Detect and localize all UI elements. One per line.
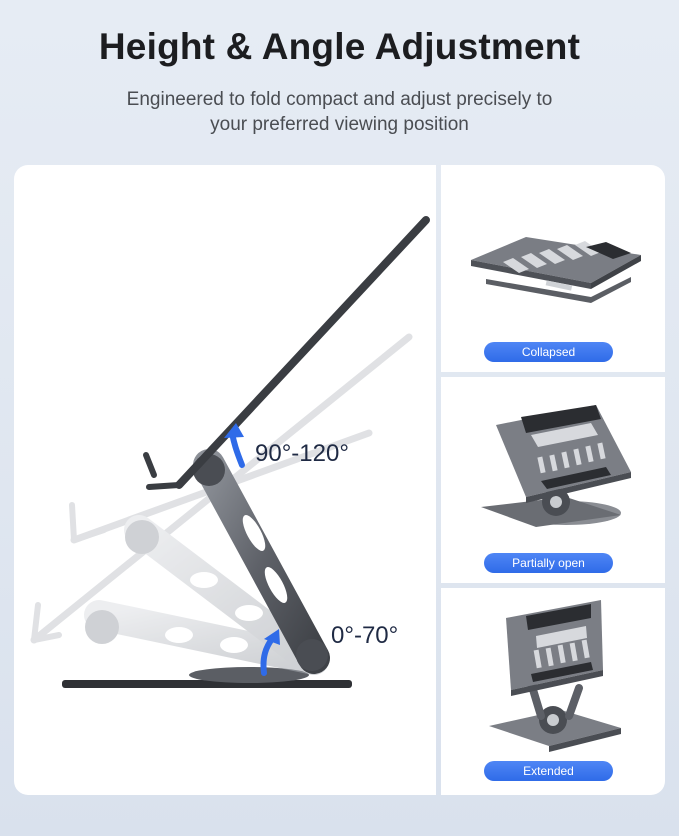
lower-hinge <box>296 639 328 671</box>
page-subtitle: Engineered to fold compact and adjust pr… <box>60 87 619 137</box>
main-illustration-panel: 90°-120° 0°-70° <box>14 165 436 795</box>
swivel-base <box>189 667 309 683</box>
page-title: Height & Angle Adjustment <box>98 26 581 67</box>
subtitle-line-1: Engineered to fold compact and adjust pr… <box>126 89 553 110</box>
extended-label: Extended <box>484 761 613 781</box>
extended-stand-image <box>489 600 621 752</box>
partially-open-label: Partially open <box>484 553 613 573</box>
collapsed-stand-image <box>471 237 641 303</box>
collapsed-panel: Collapsed <box>441 165 665 372</box>
laptop-stand-illustration <box>30 216 430 688</box>
partially-open-panel: Partially open <box>441 377 665 583</box>
base-plate <box>62 680 352 688</box>
extended-panel: Extended <box>441 588 665 795</box>
upper-angle-label: 90°-120° <box>255 440 349 467</box>
upper-angle-arrow-icon <box>229 430 245 468</box>
main-stand-position <box>143 216 430 674</box>
lower-angle-label: 0°-70° <box>331 622 399 649</box>
collapsed-label: Collapsed <box>484 342 613 362</box>
partially-open-stand-image <box>481 405 631 527</box>
subtitle-line-2: your preferred viewing position <box>210 114 469 135</box>
